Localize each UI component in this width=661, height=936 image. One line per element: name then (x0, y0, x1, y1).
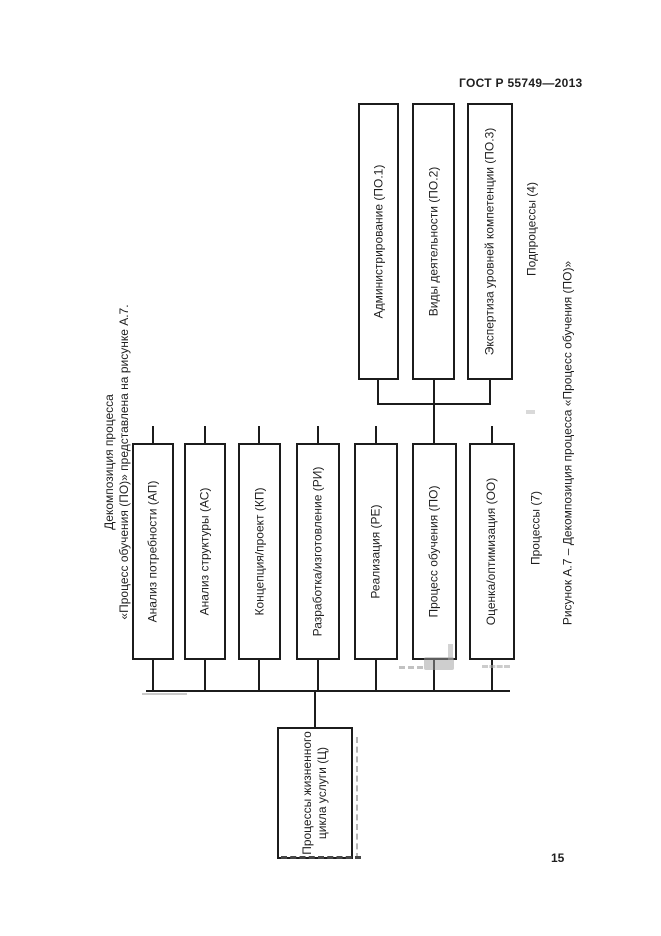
subprocess-box-po2: Виды деятельности (ПО.2) (412, 103, 455, 380)
scan-artifact-speck (526, 410, 535, 414)
connector-stub-bottom-2 (204, 660, 206, 690)
connector-stub-bottom-1 (152, 660, 154, 690)
connector-stub-top-4 (317, 426, 319, 443)
subprocess-box-po1: Администрирование (ПО.1) (358, 103, 399, 380)
connector-stub-sub-1 (377, 380, 379, 405)
connector-stub-top-5 (375, 426, 377, 443)
document-header: ГОСТ Р 55749—2013 (459, 76, 583, 90)
scan-artifact-dots-2 (482, 665, 510, 668)
process-box-re-label: Реализация (РЕ) (368, 504, 383, 599)
intro-line-1: Декомпозиция процесса (102, 394, 116, 530)
scan-artifact-line-shadow (142, 693, 187, 695)
scan-artifact-dashes-right (356, 737, 358, 859)
parent-box-line-2: цикла услуги (Ц) (315, 746, 329, 840)
parent-box-lifecycle: Процессы жизненного цикла услуги (Ц) (277, 727, 353, 859)
process-box-kp-label: Концепция/проект (КП) (252, 487, 267, 616)
process-box-ap: Анализ потребности (АП) (132, 443, 174, 660)
connector-stub-bottom-4 (317, 660, 319, 690)
connector-stub-top-7 (491, 426, 493, 443)
process-box-re: Реализация (РЕ) (354, 443, 398, 660)
process-box-po: Процесс обучения (ПО) (412, 443, 457, 660)
process-box-as-label: Анализ структуры (АС) (197, 487, 212, 616)
subprocess-box-po2-label: Виды деятельности (ПО.2) (426, 166, 440, 317)
connector-stub-top-2 (204, 426, 206, 443)
scan-artifact-dots-1 (399, 666, 423, 669)
connector-stub-top-3 (258, 426, 260, 443)
process-box-oo: Оценка/оптимизация (ОО) (469, 443, 515, 660)
process-box-kp: Концепция/проект (КП) (238, 443, 281, 660)
connector-stub-bottom-5 (375, 660, 377, 690)
intro-line-2: «Процесс обучения (ПО)» представлена на … (117, 304, 131, 620)
process-box-ri: Разработка/изготовление (РИ) (296, 443, 340, 660)
parent-box-line-1: Процессы жизненного (300, 731, 314, 855)
connector-sub-to-process (433, 380, 435, 443)
process-box-oo-label: Оценка/оптимизация (ОО) (484, 477, 499, 626)
connector-drop-parent (314, 690, 316, 728)
connector-bus-processes (146, 690, 510, 692)
process-box-ap-label: Анализ потребности (АП) (145, 480, 160, 623)
connector-stub-bottom-7 (491, 660, 493, 690)
process-box-po-label: Процесс обучения (ПО) (427, 485, 442, 618)
subprocess-box-po3-label: Экспертиза уровней компетенции (ПО.3) (482, 127, 497, 356)
connector-stub-sub-3 (489, 380, 491, 405)
process-box-as: Анализ структуры (АС) (184, 443, 226, 660)
process-box-ri-label: Разработка/изготовление (РИ) (310, 466, 325, 637)
subprocess-box-po1-label: Администрирование (ПО.1) (371, 164, 386, 319)
connector-stub-bottom-6 (433, 660, 435, 690)
connector-stub-top-1 (152, 426, 154, 443)
subprocess-box-po3: Экспертиза уровней компетенции (ПО.3) (467, 103, 513, 380)
connector-stub-bottom-3 (258, 660, 260, 690)
page-number: 15 (551, 851, 565, 865)
